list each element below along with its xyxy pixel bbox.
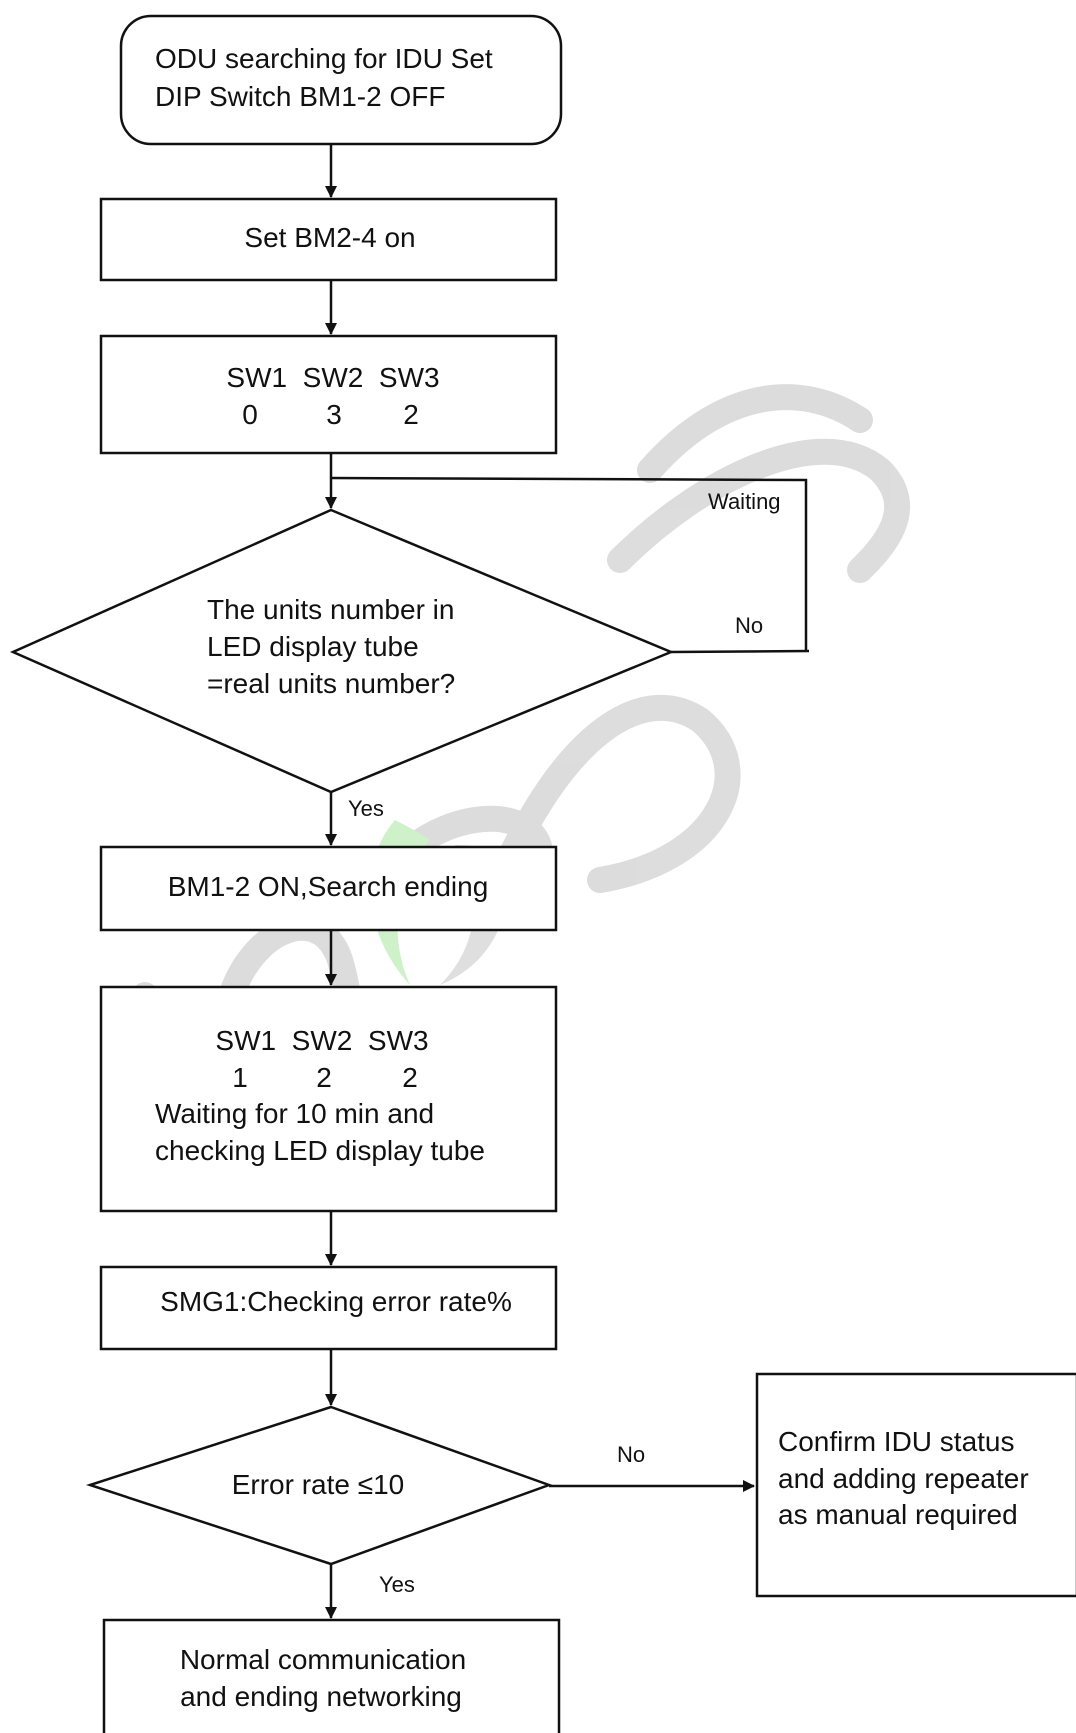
units-check-line-1: The units number in (207, 594, 454, 625)
units-check-line-2: LED display tube (207, 631, 419, 662)
normal-end-node: Normal communication and ending networki… (102, 1618, 561, 1733)
confirm-idu-line-2: and adding repeater (778, 1463, 1029, 1494)
normal-end-line-2: and ending networking (180, 1681, 462, 1712)
edge-waiting-loop (330, 476, 808, 652)
units-check-line-3: =real units number? (207, 668, 455, 699)
confirm-idu-line-3: as manual required (778, 1499, 1018, 1530)
start-node-line-2: DIP Switch BM1-2 OFF (155, 81, 445, 112)
set-bm2-node: Set BM2-4 on (99, 197, 558, 282)
error-rate-text: Error rate ≤10 (232, 1469, 405, 1500)
label-no-error: No (617, 1442, 645, 1467)
units-check-decision: The units number in LED display tube =re… (9, 508, 675, 794)
normal-end-line-1: Normal communication (180, 1644, 466, 1675)
start-node-line-1: ODU searching for IDU Set (155, 43, 493, 74)
switch-header-2: SW1 SW2 SW3 (215, 1025, 428, 1056)
label-yes-error: Yes (379, 1572, 415, 1597)
waiting-line-1: Waiting for 10 min and (155, 1098, 434, 1129)
edge-no-units (670, 649, 810, 654)
sw3-value-1: 2 (403, 399, 419, 430)
confirm-idu-line-1: Confirm IDU status (778, 1426, 1015, 1457)
set-bm2-text: Set BM2-4 on (244, 222, 415, 253)
search-ending-node: BM1-2 ON,Search ending (99, 845, 558, 932)
label-no-units: No (735, 613, 763, 638)
sw2-value-1: 3 (326, 399, 342, 430)
waiting-line-2: checking LED display tube (155, 1135, 485, 1166)
confirm-idu-node: Confirm IDU status and adding repeater a… (755, 1372, 1076, 1598)
smg1-text: SMG1:Checking error rate% (160, 1286, 512, 1317)
error-rate-decision: Error rate ≤10 (85, 1405, 553, 1566)
switch-settings-node-2: SW1 SW2 SW3 1 2 2 Waiting for 10 min and… (99, 985, 558, 1213)
label-waiting: Waiting (708, 489, 781, 514)
sw1-value-2: 1 (232, 1062, 248, 1093)
sw3-value-2: 2 (402, 1062, 418, 1093)
sw1-value-1: 0 (242, 399, 258, 430)
switch-header-1: SW1 SW2 SW3 (226, 362, 439, 393)
label-yes-units: Yes (348, 796, 384, 821)
search-ending-text: BM1-2 ON,Search ending (168, 871, 489, 902)
smg1-node: SMG1:Checking error rate% (99, 1265, 558, 1351)
switch-settings-node-1: SW1 SW2 SW3 0 3 2 (99, 334, 558, 455)
sw2-value-2: 2 (316, 1062, 332, 1093)
start-node: ODU searching for IDU Set DIP Switch BM1… (119, 14, 563, 146)
